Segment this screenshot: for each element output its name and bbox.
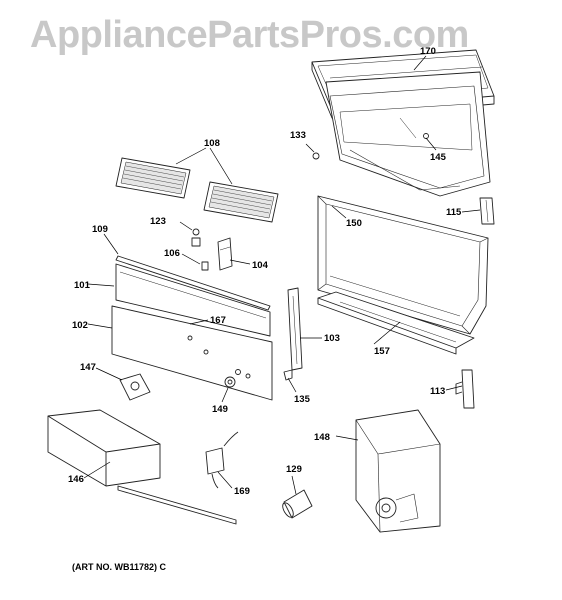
label-146: 146 <box>68 474 84 485</box>
part-104-bracket <box>217 237 233 271</box>
part-129-cylinder <box>282 489 313 519</box>
part-113-angle-bracket <box>455 369 475 409</box>
label-104: 104 <box>252 260 269 271</box>
art-number-caption: (ART NO. WB11782) C <box>72 562 167 572</box>
part-123-fastener <box>191 228 201 247</box>
label-170: 170 <box>420 46 436 57</box>
part-145-housing <box>325 71 491 197</box>
part-labels: 170 133 145 108 150 115 123 109 106 104 … <box>68 46 462 497</box>
part-169-capacitor <box>205 431 239 489</box>
part-149-knob <box>224 376 236 388</box>
label-135: 135 <box>294 394 311 405</box>
label-147: 147 <box>80 362 96 373</box>
leader-lines <box>83 55 481 495</box>
label-113: 113 <box>430 386 445 397</box>
label-167: 167 <box>210 315 226 326</box>
label-101: 101 <box>74 280 91 291</box>
part-135-clip <box>283 369 293 381</box>
part-101-front-panel <box>115 263 271 337</box>
part-146-duct <box>47 409 161 487</box>
label-157: 157 <box>374 346 390 357</box>
label-133: 133 <box>290 130 306 141</box>
label-115: 115 <box>446 207 462 218</box>
label-129: 129 <box>286 464 302 475</box>
part-106-clip <box>201 261 209 271</box>
label-123: 123 <box>150 216 166 227</box>
label-106: 106 <box>164 248 180 259</box>
label-149: 149 <box>212 404 228 415</box>
label-148: 148 <box>314 432 330 443</box>
part-133-screw <box>312 152 320 160</box>
part-109-trim-strip <box>115 255 271 311</box>
part-147-switch <box>119 373 151 401</box>
label-103: 103 <box>324 333 340 344</box>
part-157-drip-tray <box>317 291 475 355</box>
part-102-control-panel <box>111 305 273 401</box>
label-109: 109 <box>92 224 108 235</box>
watermark-text: AppliancePartsPros.com <box>30 14 469 56</box>
part-150-frame <box>317 195 489 335</box>
label-169: 169 <box>234 486 250 497</box>
part-103-rail <box>287 287 303 371</box>
label-102: 102 <box>72 320 88 331</box>
part-108-filter-right <box>203 181 279 223</box>
label-108: 108 <box>204 138 220 149</box>
part-146-mount-strip <box>117 485 237 525</box>
label-150: 150 <box>346 218 362 229</box>
label-145: 145 <box>430 152 447 163</box>
part-148-blower <box>355 409 441 533</box>
part-115-bracket <box>479 197 495 225</box>
part-108-filter-left <box>115 157 191 199</box>
